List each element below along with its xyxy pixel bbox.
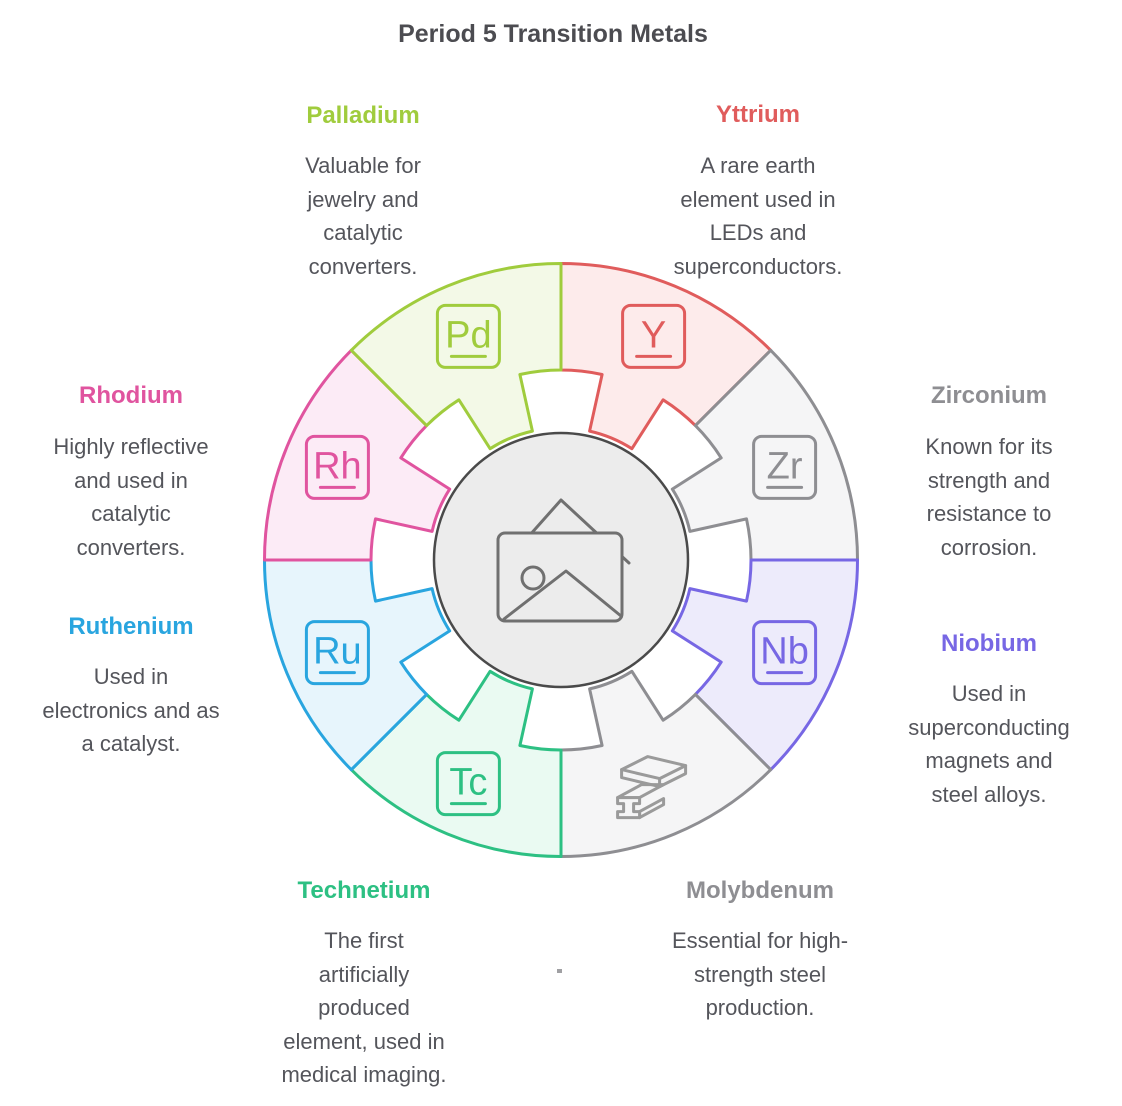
element-name: Yttrium [716, 101, 800, 128]
element-label-molybdenum: Molybdenum Essential for high- strength … [610, 877, 910, 1020]
element-name: Palladium [306, 102, 420, 129]
element-symbol-icon-zirconium: Zr [752, 434, 818, 500]
element-label-niobium: Niobium Used in superconducting magnets … [839, 630, 1122, 807]
element-description: A rare earth element used in LEDs and su… [673, 153, 843, 279]
stray-dot [557, 969, 562, 973]
element-symbol-icon-ruthenium: Ru [304, 620, 370, 686]
svg-text:Zr: Zr [767, 445, 803, 487]
element-symbol-icon-niobium: Nb [752, 620, 818, 686]
element-label-zirconium: Zirconium Known for its strength and res… [839, 382, 1122, 560]
element-label-ruthenium: Ruthenium Used in electronics and as a c… [0, 613, 281, 756]
svg-text:Rh: Rh [313, 445, 362, 487]
element-description: Essential for high- strength steel produ… [671, 928, 849, 1020]
element-symbol-icon-rhodium: Rh [304, 434, 370, 500]
element-description: Highly reflective and used in catalytic … [53, 434, 209, 560]
element-name: Molybdenum [686, 877, 834, 904]
element-name: Zirconium [930, 382, 1047, 409]
element-description: The first artificially produced element,… [281, 928, 447, 1087]
element-description: Used in electronics and as a catalyst. [42, 664, 220, 756]
element-description: Used in superconducting magnets and stee… [908, 681, 1070, 807]
steel-beam-icon-molybdenum [616, 755, 688, 820]
element-symbol-icon-palladium: Pd [435, 303, 501, 369]
element-symbol-icon-yttrium: Y [621, 303, 687, 369]
svg-text:Pd: Pd [445, 314, 491, 356]
image-placeholder-icon [432, 431, 690, 689]
element-description: Valuable for jewelry and catalytic conve… [305, 153, 421, 279]
element-label-rhodium: Rhodium Highly reflective and used in ca… [0, 382, 281, 560]
element-label-palladium: Palladium Valuable for jewelry and catal… [213, 102, 513, 279]
element-name: Rhodium [79, 382, 183, 409]
svg-text:Y: Y [641, 314, 666, 356]
element-description: Known for its strength and resistance to… [925, 434, 1053, 560]
element-symbol-icon-technetium: Tc [435, 751, 501, 817]
svg-text:Tc: Tc [449, 762, 487, 804]
page-title: Period 5 Transition Metals [398, 20, 708, 48]
element-label-technetium: Technetium The first artificially produc… [214, 877, 514, 1087]
element-name: Niobium [941, 630, 1037, 657]
element-label-yttrium: Yttrium A rare earth element used in LED… [608, 101, 908, 279]
svg-text:Nb: Nb [760, 631, 809, 673]
svg-text:Ru: Ru [313, 631, 362, 673]
element-name: Technetium [297, 877, 431, 904]
element-name: Ruthenium [68, 613, 194, 640]
